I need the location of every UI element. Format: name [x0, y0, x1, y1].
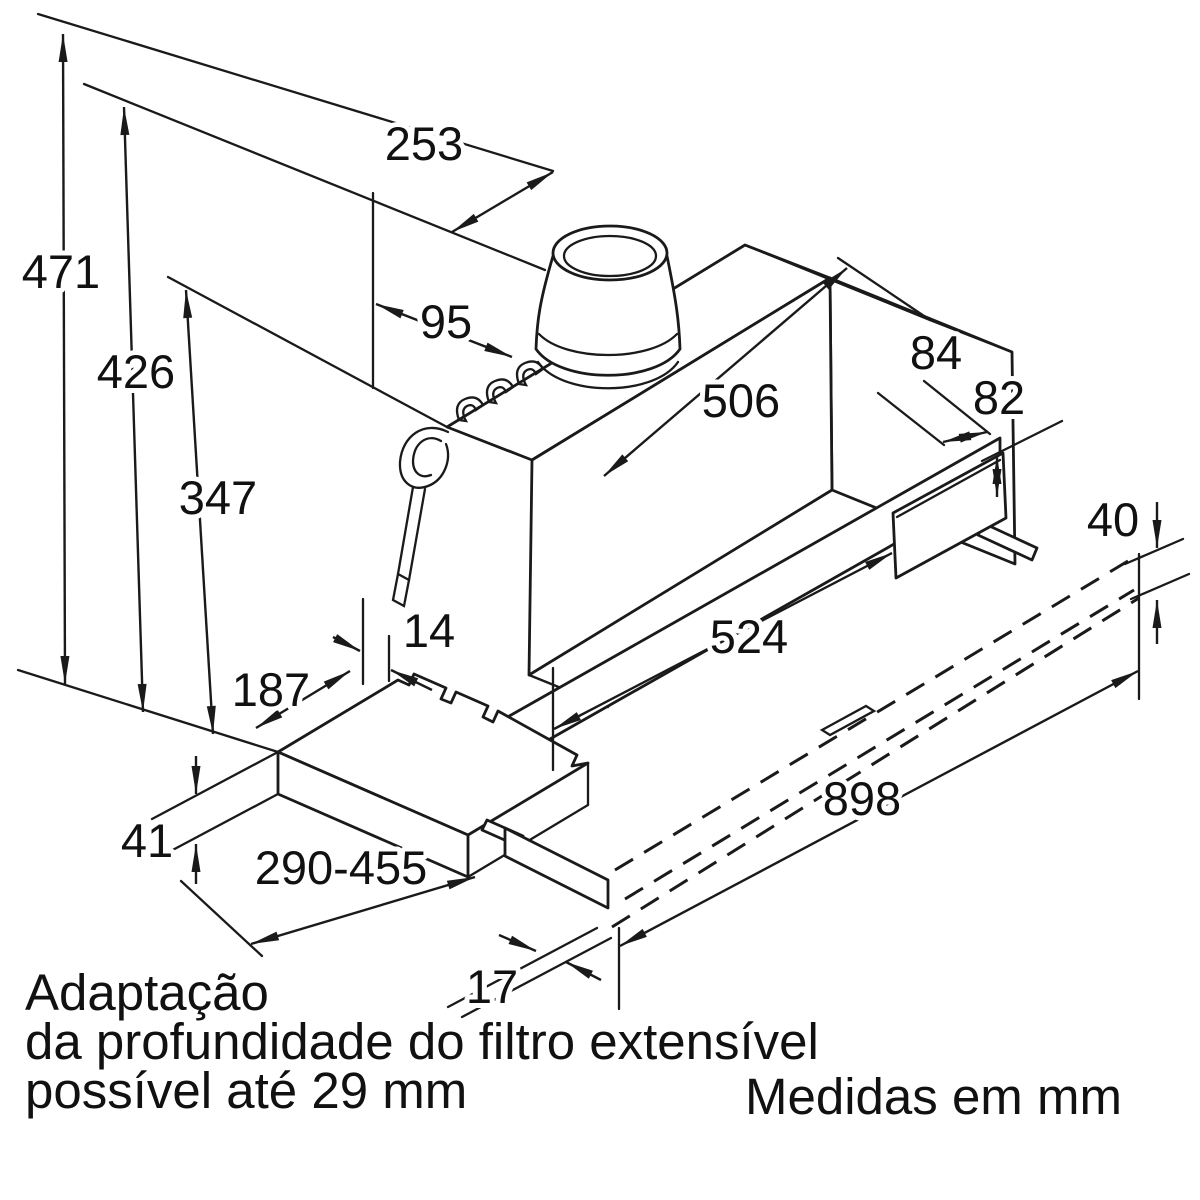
- rail-end-top-mark: [1123, 537, 1185, 566]
- dim-label-14: 14: [403, 604, 455, 657]
- drawer-top-extension: [150, 750, 280, 821]
- annotations: Adaptação da profundidade do filtro exte…: [21, 960, 1126, 1129]
- pullout-drawer: [276, 672, 610, 910]
- gap17-line-a: [446, 926, 599, 1009]
- body506-extension: [836, 256, 932, 322]
- bracket-fold-line: [895, 458, 1002, 519]
- note-line-1: Adaptação: [25, 964, 269, 1021]
- drawer-bottom-extension: [150, 792, 280, 863]
- dim-label-41: 41: [121, 814, 173, 867]
- gap17-line-b: [460, 936, 613, 1019]
- units-note: Medidas em mm: [745, 1068, 1122, 1125]
- dim-line-290-455: [250, 875, 476, 946]
- dim-label-347: 347: [179, 471, 257, 524]
- dim-label-471: 471: [22, 245, 100, 298]
- front-spring-foot: [391, 572, 411, 608]
- dim-label-426: 426: [97, 345, 175, 398]
- dim-arrow-14-right: [390, 668, 433, 692]
- dim-line-524: [553, 551, 893, 731]
- note-line-2: da profundidade do filtro extensível: [25, 1013, 819, 1070]
- dim-label-95: 95: [420, 295, 472, 348]
- front-spring-inner: [411, 437, 443, 478]
- front-spring-leg: [396, 485, 427, 582]
- drawer-slide-bar: [503, 826, 610, 910]
- dim-label-84: 84: [910, 326, 962, 379]
- dim-label-187: 187: [232, 663, 310, 716]
- dimension-labels: 471 426 347 253 95 506 84 82 40 524 14 1…: [17, 112, 1144, 1018]
- dim-line-471: [58, 33, 70, 685]
- dim-line-347: [183, 289, 216, 735]
- rail-slot: [819, 704, 877, 737]
- ceiling-reference-line: [36, 12, 555, 173]
- dim-label-506: 506: [702, 374, 780, 427]
- dim-arrow-17-lower: [565, 960, 602, 982]
- upper-reference-line: [82, 82, 547, 272]
- dim-line-506: [603, 267, 848, 477]
- bracket82-extension: [980, 419, 1064, 463]
- bracket84-extension-a: [876, 391, 946, 447]
- dashed-mid-edge: [624, 588, 1135, 901]
- dim-label-898: 898: [823, 772, 901, 825]
- depth-left-extension: [179, 879, 264, 958]
- dim-arrow-17-upper: [498, 933, 537, 953]
- dim-label-524: 524: [710, 610, 788, 663]
- spring-clip-icon: [485, 378, 515, 405]
- dimension-lines: [58, 33, 1162, 982]
- dim-arrow-14-left: [332, 634, 361, 653]
- extended-width-dashed: [611, 537, 1191, 929]
- dim-line-84: [942, 430, 988, 444]
- extension-lines: [150, 256, 1141, 1019]
- dim-label-82: 82: [973, 371, 1025, 424]
- spring-clip-icon: [515, 360, 545, 387]
- rail-end-bottom-mark: [1129, 572, 1191, 601]
- dim-line-898: [619, 669, 1139, 948]
- dim-line-253: [451, 170, 554, 234]
- dim-label-17: 17: [466, 960, 518, 1013]
- dim-label-40: 40: [1087, 493, 1139, 546]
- spring-clip-icon: [455, 396, 485, 423]
- duct-collar: [534, 224, 682, 390]
- dim-line-426: [120, 106, 147, 713]
- front-spring-outer: [398, 426, 450, 489]
- bracket84-extension-b: [922, 379, 992, 436]
- dim-label-253: 253: [385, 117, 463, 170]
- note-line-3: possível até 29 mm: [25, 1062, 467, 1119]
- dim-line-95: [375, 302, 513, 359]
- body-top-reference-line: [166, 275, 449, 429]
- bracket-plate: [891, 451, 1008, 580]
- dim-line-187: [255, 669, 351, 730]
- duct-top-rim: [551, 224, 669, 282]
- mounting-clips: [391, 360, 545, 608]
- dim-label-290-455: 290-455: [255, 841, 428, 894]
